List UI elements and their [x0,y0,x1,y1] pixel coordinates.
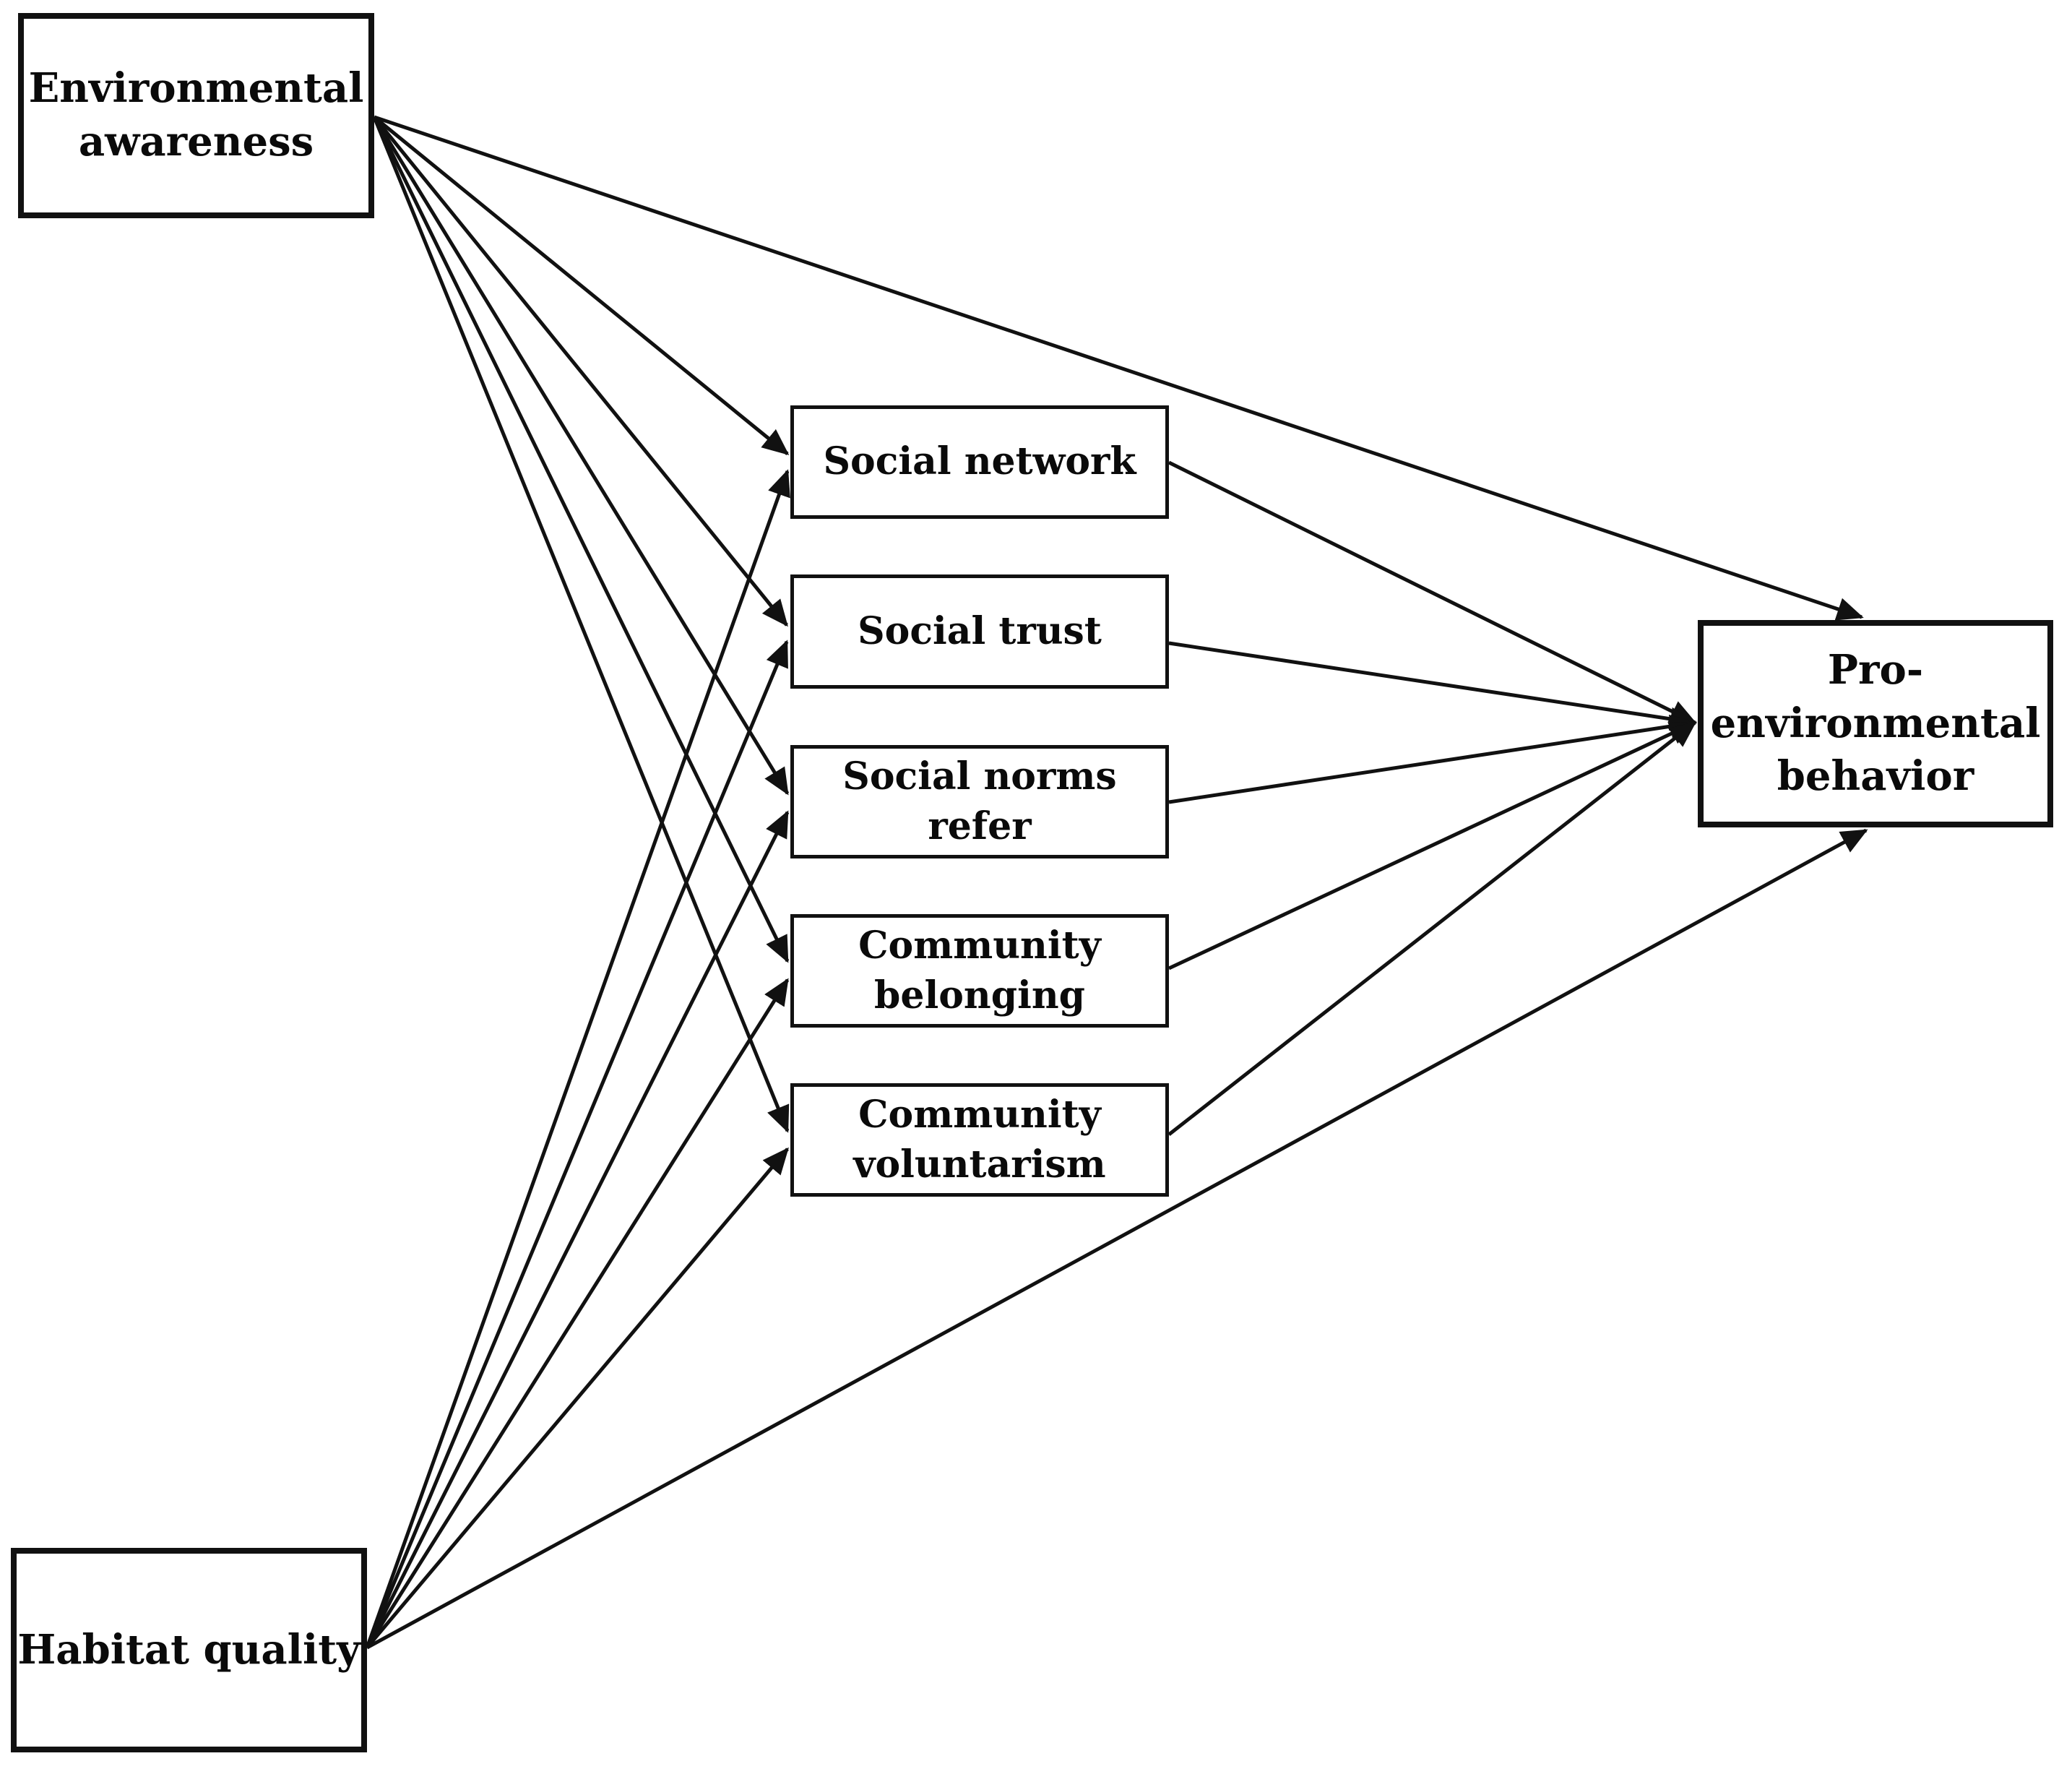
arrow-habitat_quality-to-community_voluntarism [366,1147,789,1649]
node-habitat-quality: Habitat quality [11,1548,367,1752]
arrow-social_norms_refer-to-pro_environmental_behavior [1168,714,1697,804]
node-label: Habitat quality [17,1625,361,1674]
arrow-environmental_awareness-to-pro_environmental_behavior [374,115,1864,621]
arrow-habitat_quality-to-social_trust [365,640,789,1648]
arrow-environmental_awareness-to-community_belonging [372,116,790,963]
node-social-network: Social network [790,405,1169,519]
arrow-habitat_quality-to-community_belonging [365,978,790,1649]
node-label: Community belonging [858,923,1101,1017]
node-environmental-awareness: Environmental awareness [18,13,374,218]
arrow-environmental_awareness-to-social_network [373,116,790,455]
node-social-norms-refer: Social norms refer [790,745,1169,858]
node-label: Social trust [858,608,1102,653]
arrow-habitat_quality-to-social_norms_refer [365,810,790,1649]
arrow-environmental_awareness-to-social_norms_refer [372,116,790,796]
node-label: Social norms refer [842,754,1117,848]
node-community-voluntarism: Community voluntarism [790,1083,1169,1197]
arrow-habitat_quality-to-pro_environmental_behavior [366,828,1868,1650]
arrow-environmental_awareness-to-social_trust [373,116,788,627]
node-label: Community voluntarism [853,1092,1106,1187]
node-label: Environmental awareness [28,64,364,165]
arrow-community_voluntarism-to-pro_environmental_behavior [1167,721,1697,1136]
arrow-habitat_quality-to-social_network [365,469,790,1648]
arrow-social_network-to-pro_environmental_behavior [1167,460,1697,725]
node-label: Social network [823,439,1136,484]
node-pro-environmental-behavior: Pro- environmental behavior [1698,620,2053,827]
node-social-trust: Social trust [790,574,1169,689]
node-community-belonging: Community belonging [790,914,1169,1028]
arrow-community_belonging-to-pro_environmental_behavior [1167,720,1697,970]
arrow-social_trust-to-pro_environmental_behavior [1168,641,1697,731]
node-label: Pro- environmental behavior [1710,645,2041,801]
arrow-environmental_awareness-to-community_voluntarism [372,116,790,1133]
